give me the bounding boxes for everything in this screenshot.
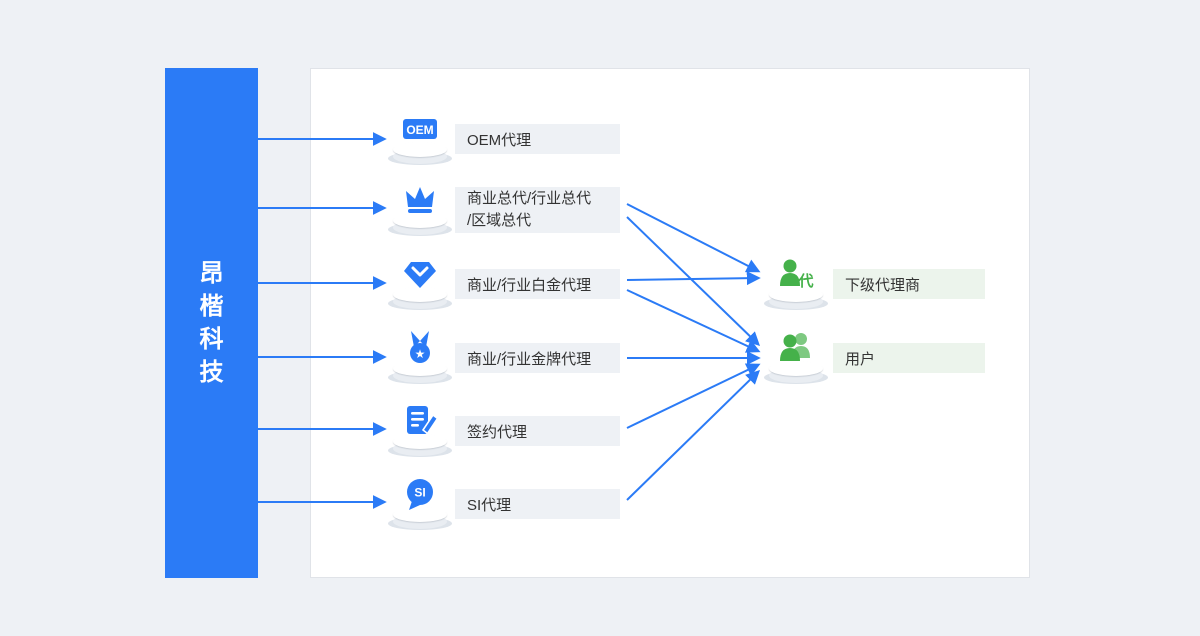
node-yonghu [764, 328, 828, 385]
pedestal [764, 361, 828, 385]
pedestal [764, 287, 828, 311]
pedestal [388, 287, 452, 311]
contract-icon [400, 401, 440, 441]
agent-person-icon: 代 [776, 254, 816, 294]
pedestal [388, 213, 452, 237]
oem-badge-icon: OEM [400, 109, 440, 149]
label-xiaji: 下级代理商 [833, 269, 985, 299]
gem-icon [400, 254, 440, 294]
node-baijin [388, 254, 452, 311]
label-zongdai-line1: 商业总代/行业总代 [467, 190, 592, 207]
pedestal [388, 507, 452, 531]
pedestal [388, 361, 452, 385]
pedestal [388, 434, 452, 458]
label-zongdai-line2: /区域总代 [467, 212, 532, 229]
label-si: SI代理 [455, 489, 620, 519]
node-si: SI [388, 474, 452, 531]
node-jinpai: ★ [388, 328, 452, 385]
medal-icon: ★ [400, 328, 440, 368]
oem-icon-text: OEM [406, 123, 433, 137]
node-xiaji: 代 [764, 254, 828, 311]
crown-icon [400, 180, 440, 220]
label-oem: OEM代理 [455, 124, 620, 154]
agent-icon-text: 代 [797, 272, 813, 290]
node-qianyue [388, 401, 452, 458]
node-oem: OEM [388, 109, 452, 166]
brand-name: 昂楷科技 [199, 260, 224, 386]
label-zongdai: 商业总代/行业总代 /区域总代 [455, 187, 620, 233]
users-icon [776, 328, 816, 368]
pedestal [388, 142, 452, 166]
label-baijin: 商业/行业白金代理 [455, 269, 620, 299]
node-zongdai [388, 180, 452, 237]
si-icon-text: SI [414, 486, 425, 500]
si-bubble-icon: SI [400, 474, 440, 514]
label-qianyue: 签约代理 [455, 416, 620, 446]
label-yonghu: 用户 [833, 343, 985, 373]
label-jinpai: 商业/行业金牌代理 [455, 343, 620, 373]
medal-star-glyph: ★ [415, 347, 426, 361]
brand-panel: 昂楷科技 [165, 68, 258, 578]
